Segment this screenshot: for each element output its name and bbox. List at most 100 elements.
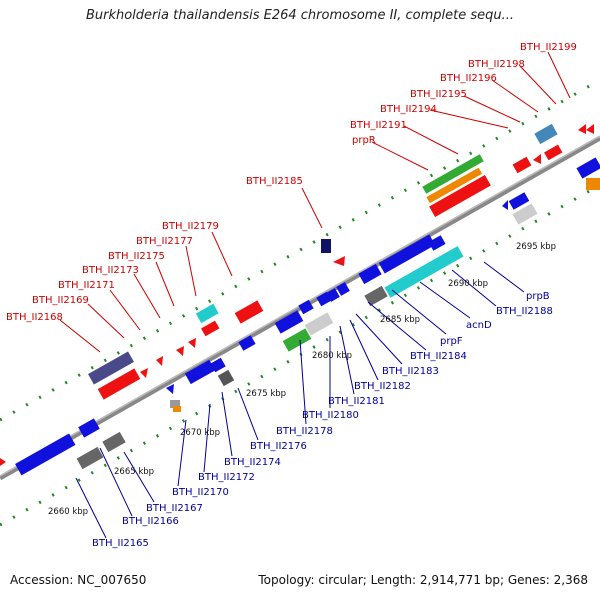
gene-label[interactable]: BTH_II2179 (162, 221, 219, 232)
gene-block[interactable] (326, 288, 340, 302)
gene-block[interactable] (364, 285, 388, 307)
gene-label[interactable]: BTH_II2167 (146, 503, 203, 514)
gene-block[interactable] (429, 175, 491, 217)
gene-arrow[interactable] (188, 338, 196, 348)
map-title: Burkholderia thailandensis E264 chromoso… (85, 8, 515, 23)
gene-block[interactable] (173, 406, 181, 412)
gene-label[interactable]: BTH_II2194 (380, 104, 437, 115)
gene-label[interactable]: BTH_II2172 (198, 472, 255, 483)
gene-label[interactable]: prpF (440, 336, 463, 347)
scale-label: 2695 kbp (516, 242, 556, 252)
gene-label[interactable]: BTH_II2182 (354, 381, 411, 392)
gene-block[interactable] (512, 203, 538, 225)
scale-label: 2670 kbp (180, 428, 220, 438)
gene-label[interactable]: acnD (466, 320, 492, 331)
gene-label[interactable]: BTH_II2168 (6, 312, 63, 323)
gene-label[interactable]: BTH_II2181 (328, 396, 385, 407)
gene-block[interactable] (78, 418, 100, 438)
reverse-gene-blocks (15, 157, 600, 476)
gene-label[interactable]: BTH_II2173 (82, 265, 139, 276)
gene-block[interactable] (184, 359, 216, 385)
gene-block[interactable] (282, 328, 312, 352)
gene-label[interactable]: BTH_II2166 (122, 516, 179, 527)
gene-block[interactable] (195, 303, 219, 324)
gene-label[interactable]: BTH_II2165 (92, 538, 149, 549)
gene-arrow[interactable] (533, 154, 541, 164)
gene-label[interactable]: BTH_II2195 (410, 89, 467, 100)
gene-block[interactable] (508, 192, 530, 210)
gene-label[interactable]: BTH_II2188 (496, 306, 553, 317)
gene-arrow[interactable] (166, 384, 174, 394)
gene-block[interactable] (321, 239, 331, 253)
gene-block[interactable] (576, 157, 600, 179)
gene-label[interactable]: BTH_II2196 (440, 73, 497, 84)
gene-block[interactable] (422, 154, 484, 194)
gene-block[interactable] (586, 178, 600, 190)
gene-label[interactable]: BTH_II2169 (32, 295, 89, 306)
gene-block[interactable] (428, 235, 446, 251)
gene-arrow[interactable] (586, 124, 594, 134)
gene-block[interactable] (234, 300, 264, 324)
gene-block[interactable] (304, 312, 334, 336)
gene-block[interactable] (544, 144, 563, 161)
gene-label[interactable]: BTH_II2185 (246, 176, 303, 187)
gene-label[interactable]: BTH_II2198 (468, 59, 525, 70)
forward-gene-blocks (0, 123, 594, 466)
gene-block[interactable] (238, 335, 256, 351)
gene-block[interactable] (298, 299, 314, 315)
gene-block[interactable] (512, 156, 532, 174)
accession-text: Accession: NC_007650 (10, 573, 147, 587)
gene-arrow[interactable] (333, 256, 345, 266)
gene-label[interactable]: prpB (526, 291, 550, 302)
gene-label[interactable]: BTH_II2176 (250, 441, 307, 452)
gene-label[interactable]: prpR (352, 135, 376, 146)
gene-block[interactable] (102, 431, 126, 453)
gene-label[interactable]: BTH_II2191 (350, 120, 407, 131)
gene-label[interactable]: BTH_II2175 (108, 251, 165, 262)
gene-arrow[interactable] (502, 200, 508, 210)
scale-label: 2660 kbp (48, 507, 88, 517)
gene-label[interactable]: BTH_II2184 (410, 351, 467, 362)
gene-arrow[interactable] (578, 124, 586, 134)
gene-arrow[interactable] (156, 356, 163, 366)
gene-arrow[interactable] (140, 368, 148, 378)
gene-block[interactable] (384, 246, 464, 298)
gene-label[interactable]: BTH_II2171 (58, 280, 115, 291)
gene-block[interactable] (217, 369, 235, 387)
gene-label[interactable]: BTH_II2199 (520, 42, 577, 53)
gene-label[interactable]: BTH_II2183 (382, 366, 439, 377)
gene-label[interactable]: BTH_II2180 (302, 410, 359, 421)
forward-callout-lines (59, 51, 571, 353)
gene-label[interactable]: BTH_II2178 (276, 426, 333, 437)
tick-row-inner (0, 183, 600, 527)
gene-label[interactable]: BTH_II2177 (136, 236, 193, 247)
scale-label: 2690 kbp (448, 279, 488, 289)
scale-label: 2680 kbp (312, 351, 352, 361)
gene-block[interactable] (358, 263, 382, 285)
gene-block[interactable] (378, 234, 436, 274)
gene-label[interactable]: BTH_II2170 (172, 487, 229, 498)
gene-block[interactable] (76, 446, 104, 470)
gene-block[interactable] (15, 433, 76, 476)
gene-block[interactable] (201, 320, 220, 337)
gene-block[interactable] (274, 310, 304, 334)
gene-arrow[interactable] (176, 346, 184, 356)
summary-text: Topology: circular; Length: 2,914,771 bp… (258, 573, 588, 587)
scale-labels: 2660 kbp 2665 kbp 2670 kbp 2675 kbp 2680… (48, 242, 556, 517)
gene-arrow[interactable] (0, 458, 6, 466)
gene-block[interactable] (336, 282, 350, 296)
gene-block[interactable] (97, 368, 141, 400)
gene-block[interactable] (426, 167, 483, 204)
gene-block[interactable] (170, 400, 180, 408)
tick-row-outer (0, 78, 600, 422)
scale-label: 2675 kbp (246, 389, 286, 399)
gene-block[interactable] (534, 123, 558, 145)
reverse-callout-lines (75, 261, 525, 539)
gene-block[interactable] (88, 351, 134, 385)
gene-label[interactable]: BTH_II2174 (224, 457, 281, 468)
gene-block[interactable] (210, 357, 226, 373)
reverse-gene-labels: BTH_II2165 BTH_II2166 BTH_II2167 BTH_II2… (92, 291, 553, 549)
scale-label: 2665 kbp (114, 467, 154, 477)
scale-label: 2685 kbp (380, 315, 420, 325)
